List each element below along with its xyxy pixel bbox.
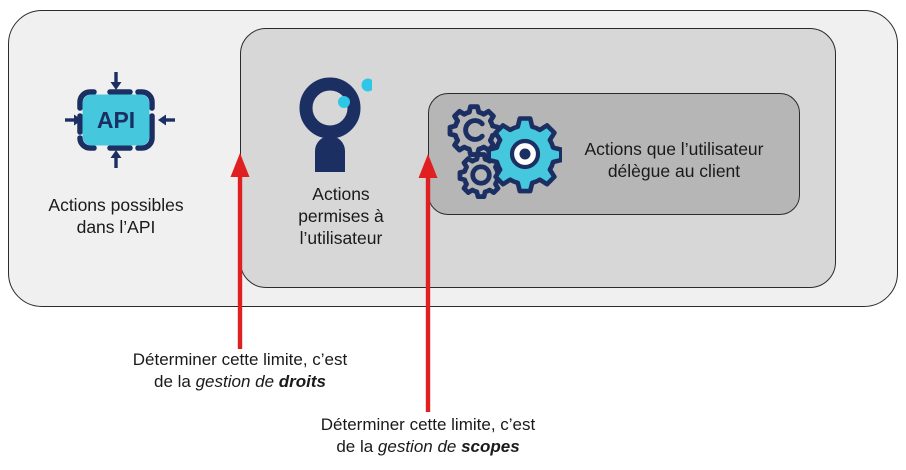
- gears-icon: [447, 104, 562, 199]
- gear-filled-main: [486, 116, 562, 194]
- annotation-droits: Déterminer cette limite, c’est de la ges…: [60, 349, 420, 393]
- annotation-scopes-line1: Déterminer cette limite, c’est: [320, 415, 536, 434]
- api-icon-label: API: [97, 107, 135, 133]
- annotation-droits-italic: gestion de: [195, 372, 279, 392]
- annotation-droits-line2: de la gestion de droits: [60, 371, 420, 393]
- inner-box-label: Actions que l’utilisateur délègue au cli…: [584, 139, 764, 182]
- annotation-scopes-italic: gestion de: [377, 437, 462, 457]
- annotation-droits-plain: de la: [153, 372, 196, 392]
- api-icon: API: [65, 72, 175, 168]
- middle-box-label: Actions permises à l’utilisateur: [298, 184, 384, 249]
- annotation-droits-bold: droits: [278, 372, 326, 392]
- annotation-scopes: Déterminer cette limite, c’est de la ges…: [248, 414, 608, 458]
- annotation-scopes-plain: de la: [336, 437, 378, 457]
- user-person-icon: [299, 77, 372, 172]
- arrow-droits-pointer: [230, 153, 250, 349]
- outer-box-label: Actions possibles dans l’API: [48, 195, 184, 238]
- accent-dot-large: [361, 78, 372, 92]
- annotation-droits-line1: Déterminer cette limite, c’est: [132, 350, 348, 369]
- accent-dot-small: [338, 96, 350, 108]
- annotation-scopes-bold: scopes: [461, 437, 520, 457]
- arrow-scopes-pointer: [418, 154, 438, 412]
- annotation-scopes-line2: de la gestion de scopes: [248, 436, 608, 458]
- gear-outline-lower: [457, 152, 505, 199]
